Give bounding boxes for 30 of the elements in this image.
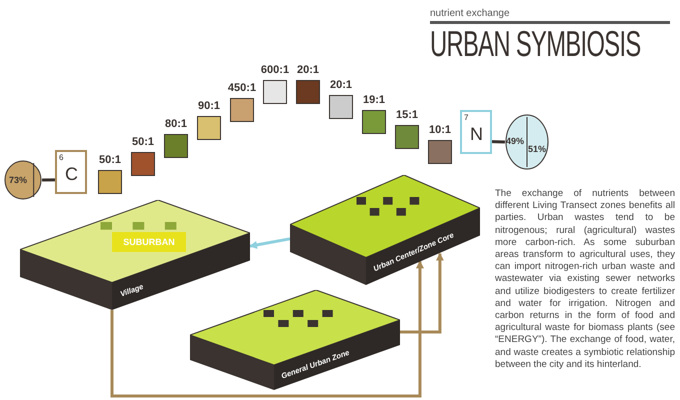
pipe-arrow bbox=[249, 237, 290, 249]
ratio-label: 19:1 bbox=[362, 94, 386, 106]
ratio-label: 20:1 bbox=[330, 79, 352, 91]
ratio-label: 10:1 bbox=[428, 124, 452, 136]
ratio-label: 20:1 bbox=[296, 64, 320, 76]
element-symbol: N bbox=[470, 124, 483, 145]
percent-label: 49% bbox=[506, 136, 524, 146]
body-text: The exchange of nutrients between different Living Transect zones benefits all parties. Urban wastes tend to be nitrogenous; rural (agricultural) wastes more carbon-rich. As some suburban areas transform to agricultural uses, they can import nitrogen-rich urban waste and wastewater via existing sewer networks and utilize biodigesters to create fertilizer and water for irrigation. Nitrogen and carbon returns in the form of food and agricultural waste for biomass plants (see “ENERGY”). The exchange of food, water, and waste creates a symbiotic relationship between the city and its hinterland. bbox=[495, 188, 675, 372]
ratio-label: 450:1 bbox=[228, 82, 256, 94]
element-tile bbox=[460, 110, 492, 154]
title: URBAN SYMBIOSIS bbox=[430, 24, 641, 64]
connector-bar bbox=[492, 140, 506, 144]
ratio-label: 50:1 bbox=[132, 136, 154, 148]
percent-label: 51% bbox=[528, 144, 546, 154]
connector-bar bbox=[42, 178, 56, 182]
percent-label: 73% bbox=[9, 175, 28, 185]
atomic-number: 7 bbox=[464, 113, 468, 122]
pipe-arrow bbox=[400, 252, 444, 334]
element-tile bbox=[55, 150, 87, 194]
subtitle: nutrient exchange bbox=[430, 8, 670, 24]
pipe-arrow bbox=[110, 260, 424, 398]
field-plot bbox=[112, 232, 186, 252]
zone-label: SUBURBAN bbox=[122, 236, 176, 249]
ratio-label: 600:1 bbox=[260, 64, 290, 76]
ratio-label: 80:1 bbox=[164, 118, 188, 130]
ratio-label: 15:1 bbox=[396, 109, 418, 121]
element-symbol: C bbox=[65, 164, 78, 185]
ratio-label: 50:1 bbox=[98, 154, 122, 166]
atomic-number: 6 bbox=[59, 153, 64, 162]
ratio-label: 90:1 bbox=[198, 100, 220, 112]
